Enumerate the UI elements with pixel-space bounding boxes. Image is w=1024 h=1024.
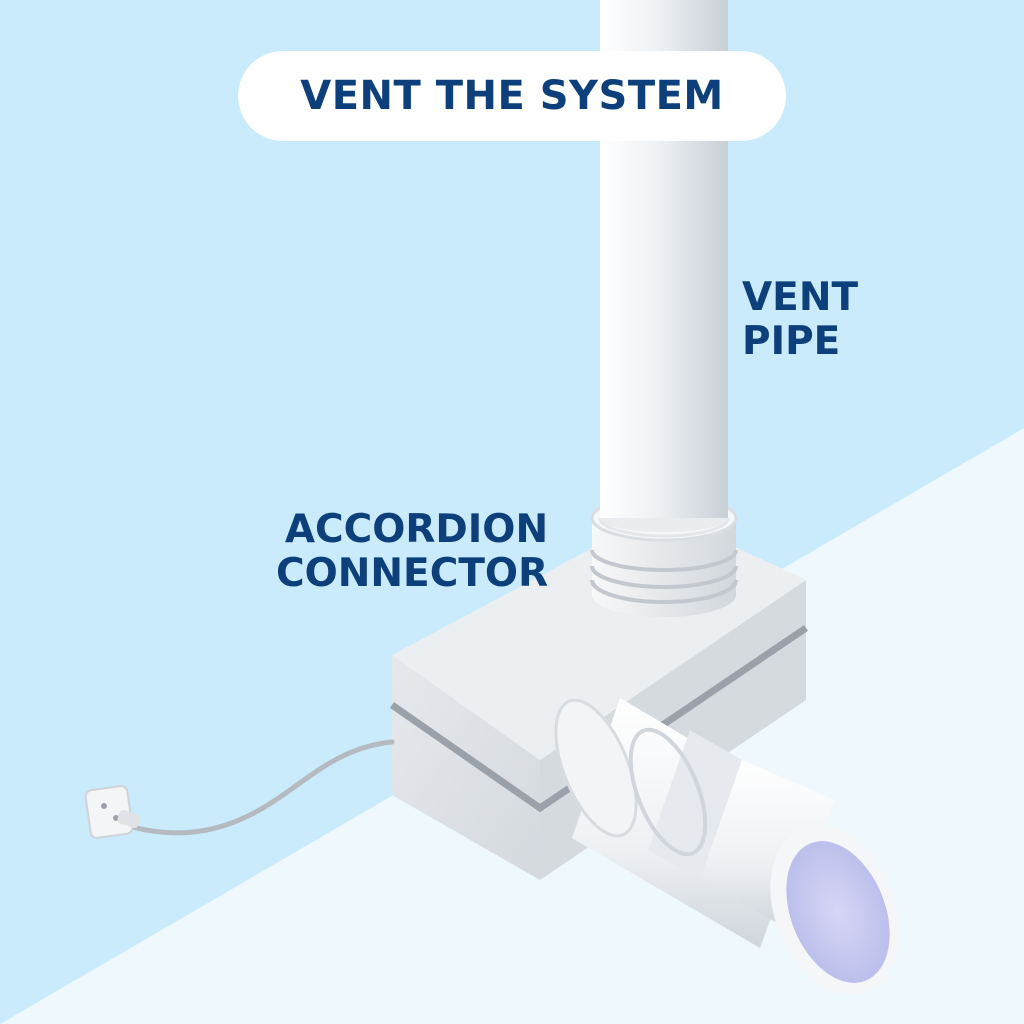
accordion-connector-label-line-2: CONNECTOR bbox=[276, 551, 549, 596]
outlet-pipe bbox=[554, 698, 900, 995]
page-title: VENT THE SYSTEM bbox=[300, 73, 724, 119]
title-banner: VENT THE SYSTEM bbox=[238, 51, 786, 141]
box-front-face bbox=[392, 655, 540, 880]
accordion-connector bbox=[590, 490, 738, 617]
plug bbox=[117, 809, 141, 829]
box-seam bbox=[390, 625, 808, 813]
accordion-connector-label: ACCORDION CONNECTOR bbox=[276, 508, 548, 596]
vent-pipe-label: VENT PIPE bbox=[742, 276, 858, 364]
accordion-connector-label-line-1: ACCORDION bbox=[284, 507, 549, 552]
power-cord bbox=[84, 739, 395, 839]
vent-pipe-label-line-2: PIPE bbox=[742, 319, 841, 364]
vent-pipe-label-line-1: VENT bbox=[742, 275, 859, 320]
wall-outlet bbox=[84, 785, 134, 839]
